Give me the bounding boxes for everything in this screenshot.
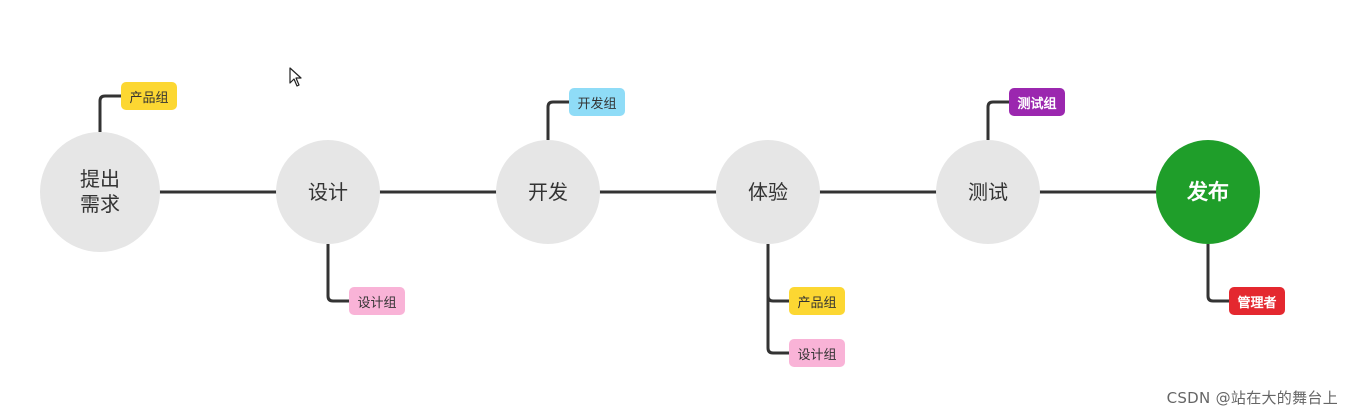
tag-req-product: 产品组 bbox=[121, 82, 177, 110]
step-label: 提出 bbox=[80, 167, 120, 191]
tag-exp-design: 设计组 bbox=[789, 339, 845, 367]
branch-dev-devgroup bbox=[546, 100, 570, 140]
branch-exp-product bbox=[766, 244, 790, 303]
branch-req-product bbox=[98, 94, 122, 132]
tag-label: 产品组 bbox=[797, 295, 837, 311]
tag-label: 测试组 bbox=[1017, 96, 1057, 112]
branch-design-designgroup bbox=[326, 244, 350, 303]
tag-dev-devgroup: 开发组 bbox=[569, 88, 625, 116]
step-node-design: 设计 bbox=[276, 140, 380, 244]
tag-design-designgroup: 设计组 bbox=[349, 287, 405, 315]
tag-test-testgroup: 测试组 bbox=[1009, 88, 1065, 116]
branch-test-testgroup bbox=[986, 100, 1010, 140]
step-label: 需求 bbox=[80, 192, 120, 216]
tag-exp-product: 产品组 bbox=[789, 287, 845, 315]
step-label: 开发 bbox=[528, 179, 568, 204]
step-node-test: 测试 bbox=[936, 140, 1040, 244]
tag-label: 产品组 bbox=[129, 90, 169, 106]
step-node-dev: 开发 bbox=[496, 140, 600, 244]
tag-label: 设计组 bbox=[357, 295, 397, 311]
step-label: 体验 bbox=[748, 179, 788, 204]
watermark-text: CSDN @站在大的舞台上 bbox=[1166, 389, 1338, 407]
step-label: 发布 bbox=[1187, 179, 1229, 204]
tag-label: 开发组 bbox=[577, 96, 617, 112]
tag-label: 管理者 bbox=[1237, 295, 1277, 311]
tag-label: 设计组 bbox=[797, 347, 837, 363]
branch-exp-design bbox=[766, 296, 790, 355]
step-label: 设计 bbox=[308, 179, 348, 204]
step-label: 测试 bbox=[968, 179, 1008, 204]
mouse-cursor-icon bbox=[289, 67, 302, 87]
step-node-req: 提出 需求 bbox=[40, 132, 160, 252]
step-node-exp: 体验 bbox=[716, 140, 820, 244]
tag-release-manager: 管理者 bbox=[1229, 287, 1285, 315]
step-node-release: 发布 bbox=[1156, 140, 1260, 244]
branch-release-manager bbox=[1206, 244, 1230, 303]
